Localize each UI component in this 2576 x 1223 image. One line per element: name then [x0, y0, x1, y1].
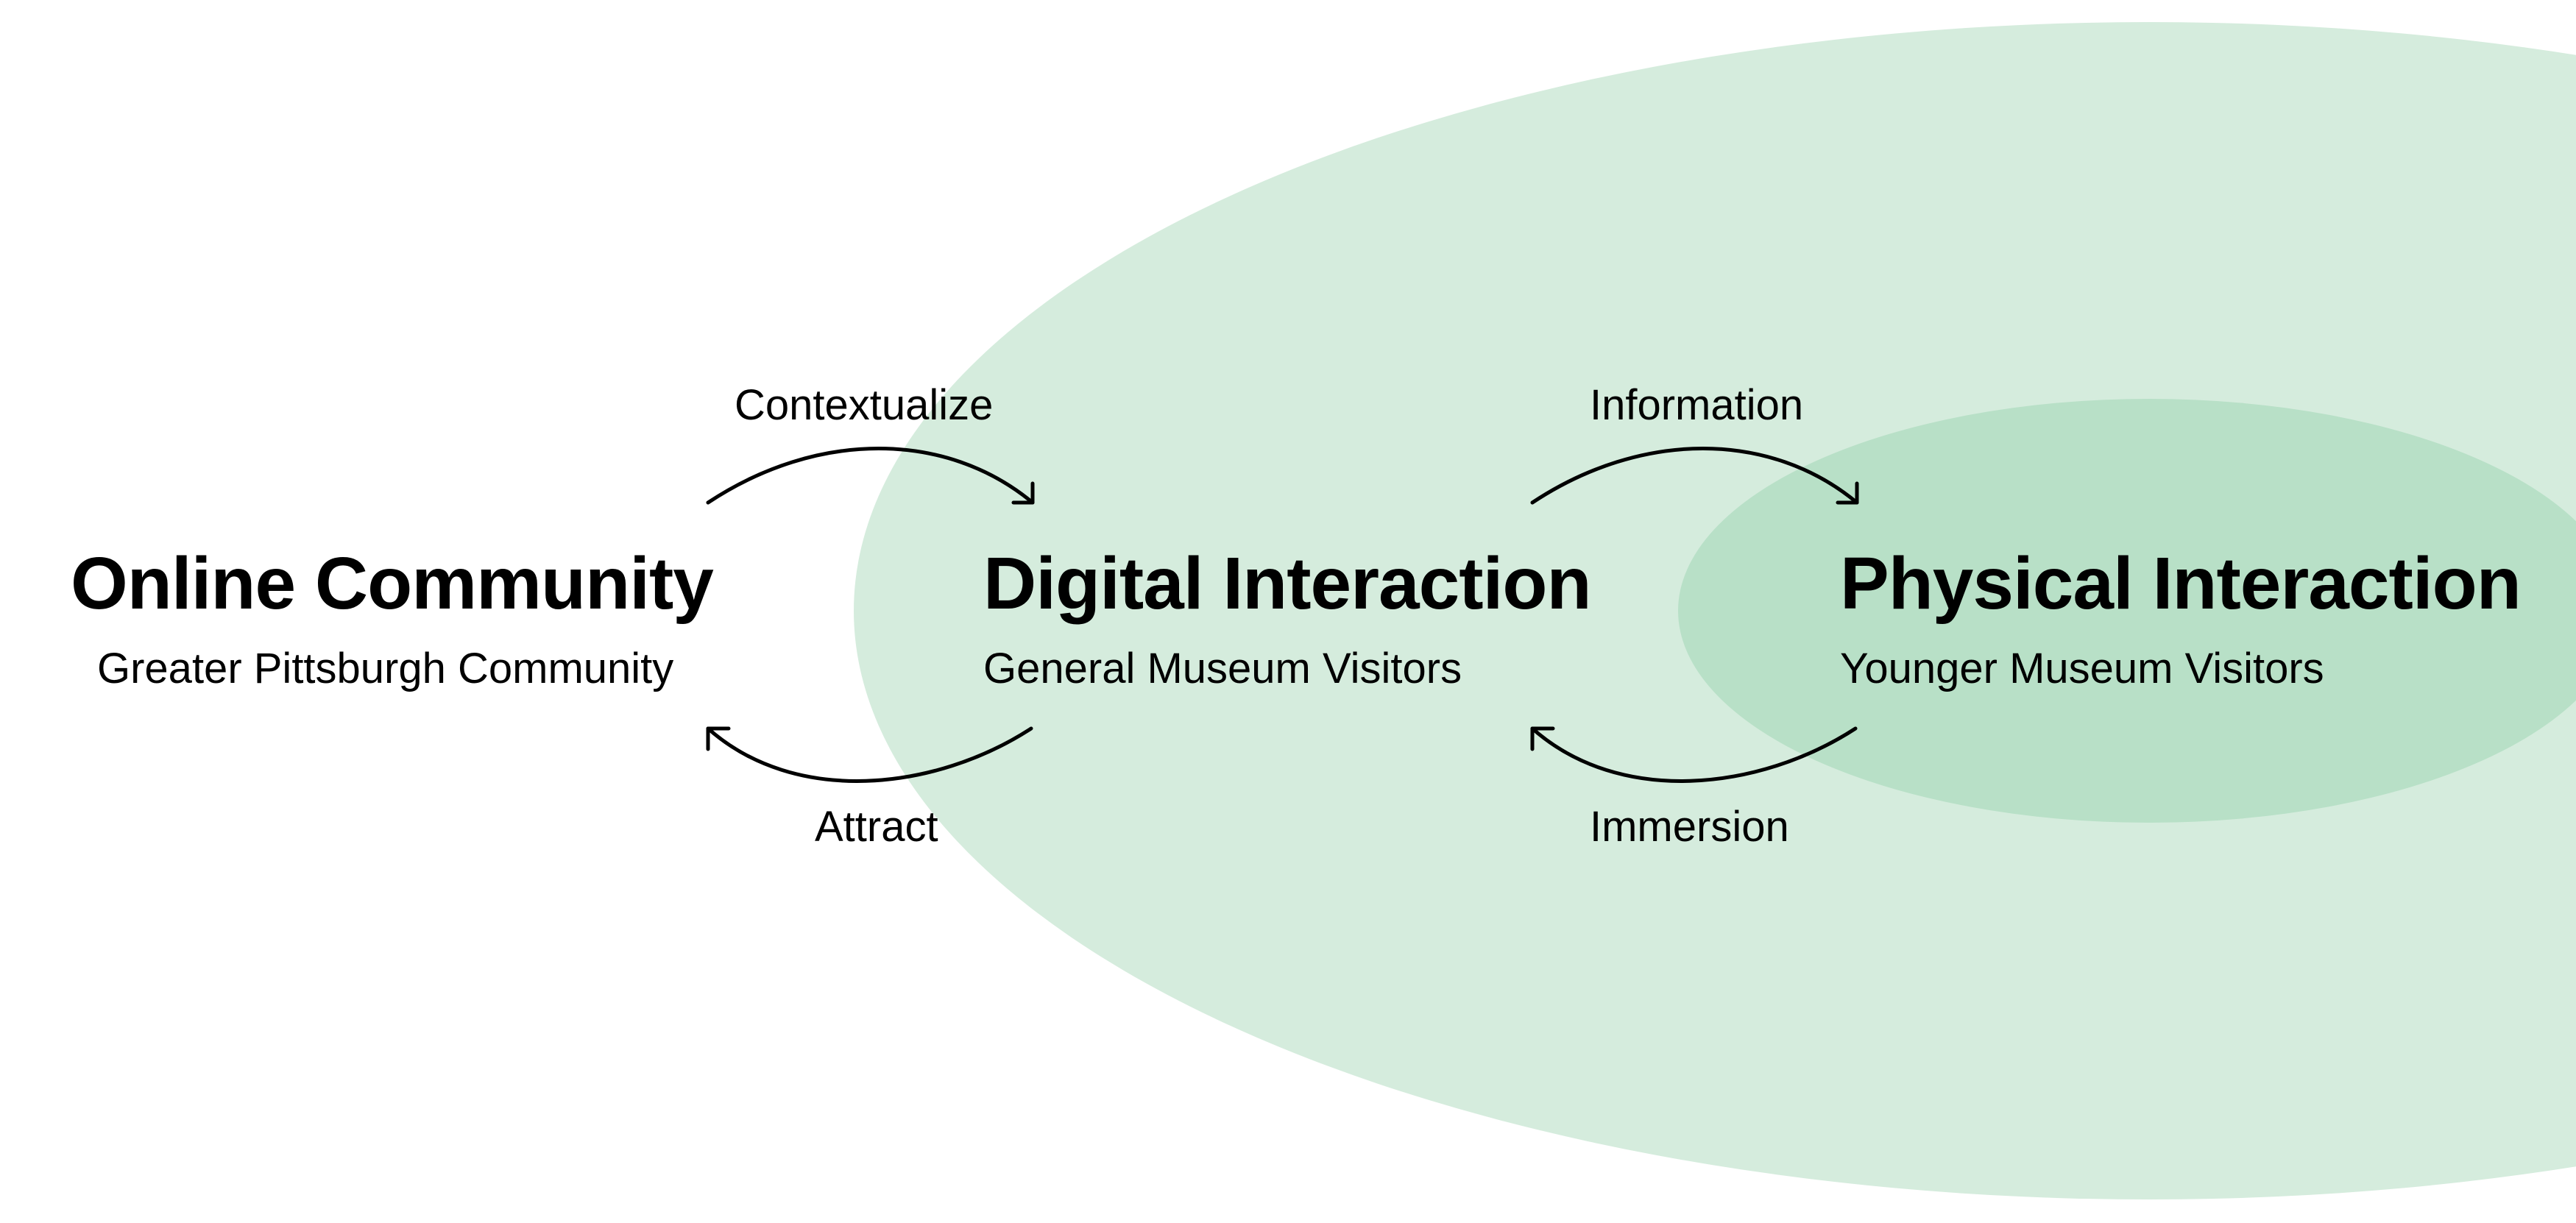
arrow-online-to-digital-head: [1011, 481, 1035, 505]
digital-interaction-title: Digital Interaction: [983, 542, 1592, 625]
physical-interaction-subtitle: Younger Museum Visitors: [1840, 645, 2324, 692]
flow-label-attract: Attract: [815, 803, 938, 851]
flow-label-contextualize: Contextualize: [735, 381, 994, 429]
arrow-digital-to-physical-head: [1836, 481, 1859, 505]
arrow-digital-to-physical: [1530, 447, 1859, 505]
online-community-title: Online Community: [71, 542, 714, 625]
arrow-online-to-digital: [706, 447, 1035, 505]
inner-zone-ellipse: [1678, 399, 2576, 823]
arrow-digital-to-online: [706, 726, 1033, 783]
arrow-physical-to-digital-head: [1530, 726, 1555, 751]
online-community-subtitle: Greater Pittsburgh Community: [97, 645, 674, 692]
digital-interaction-subtitle: General Museum Visitors: [983, 645, 1462, 692]
flow-label-information: Information: [1590, 381, 1804, 429]
arrow-physical-to-digital: [1530, 726, 1858, 783]
arrow-digital-to-online-head: [706, 726, 731, 751]
flow-label-immersion: Immersion: [1590, 803, 1789, 851]
physical-interaction-title: Physical Interaction: [1840, 542, 2522, 625]
